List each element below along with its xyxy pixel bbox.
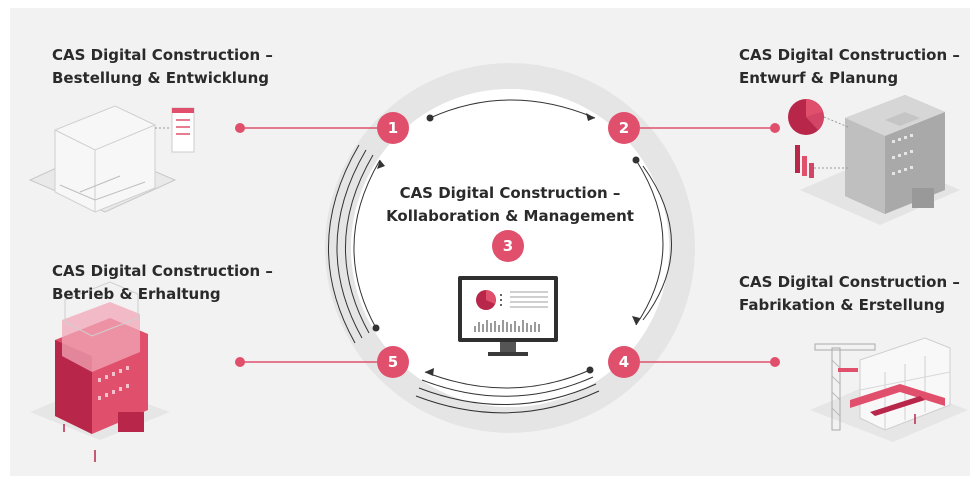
stage-badge-3: 3 (492, 230, 524, 262)
stage-label-2: CAS Digital Construction – Entwurf & Pla… (739, 44, 960, 90)
arrow-origin-5 (372, 324, 380, 332)
arrow-4-to-5-b (421, 376, 594, 397)
arrow-2-to-4-b (642, 165, 672, 321)
stage-badge-2: 2 (608, 112, 640, 144)
stage-badge-4: 4 (608, 346, 640, 378)
stage-3-subtitle: Kollaboration & Management (386, 207, 634, 225)
stage-label-1: CAS Digital Construction – Bestellung & … (52, 44, 273, 90)
stage-5-title: CAS Digital Construction – (52, 262, 273, 280)
connector-dots (235, 123, 780, 367)
arrowhead-2 (586, 113, 595, 121)
arrow-5-to-1 (353, 159, 381, 329)
stage-2-title: CAS Digital Construction – (739, 46, 960, 64)
arrowhead-5 (425, 368, 434, 376)
arrow-5-to-1-b (344, 154, 374, 334)
connector-dot-2 (770, 123, 780, 133)
arrow-2-to-4 (635, 159, 664, 326)
arrow-4-to-5-d (415, 390, 600, 414)
connector-lines (240, 127, 775, 363)
monitor-dashboard-icon (458, 276, 558, 356)
stage-label-4: CAS Digital Construction – Fabrikation &… (739, 271, 960, 317)
stage-badge-5: 5 (377, 346, 409, 378)
stage-label-3: CAS Digital Construction – Kollaboration… (375, 182, 645, 228)
arrowhead-1 (377, 160, 385, 169)
connector-dot-4 (770, 357, 780, 367)
arrow-origin-2 (632, 156, 640, 164)
stage-2-subtitle: Entwurf & Planung (739, 69, 899, 87)
flow-arrows (327, 99, 672, 414)
arrow-5-to-1-c (336, 149, 367, 339)
wireframe-building-icon (28, 105, 195, 213)
arrowhead-4 (632, 316, 640, 325)
arrow-4-to-5-c (418, 383, 597, 405)
cycle-ring (325, 63, 695, 433)
arrow-heads (372, 113, 640, 376)
stage-4-subtitle: Fabrikation & Erstellung (739, 296, 945, 314)
stage-badge-1: 1 (377, 112, 409, 144)
pink-building-icon (30, 281, 170, 462)
crane-construction-icon (810, 337, 968, 442)
arrow-1-to-2 (429, 99, 596, 119)
stage-4-title: CAS Digital Construction – (739, 273, 960, 291)
arrow-5-to-1-d (327, 144, 360, 344)
stage-1-title: CAS Digital Construction – (52, 46, 273, 64)
arrow-4-to-5 (424, 369, 591, 389)
office-building-icon (788, 95, 960, 225)
stage-1-subtitle: Bestellung & Entwicklung (52, 69, 269, 87)
arrow-origin-4 (586, 366, 594, 374)
stage-3-title: CAS Digital Construction – (399, 184, 621, 202)
stage-5-subtitle: Betrieb & Erhaltung (52, 285, 221, 303)
connector-dot-5 (235, 357, 245, 367)
arrow-origin-1 (426, 114, 434, 122)
connector-dot-1 (235, 123, 245, 133)
stage-label-5: CAS Digital Construction – Betrieb & Erh… (52, 260, 273, 306)
